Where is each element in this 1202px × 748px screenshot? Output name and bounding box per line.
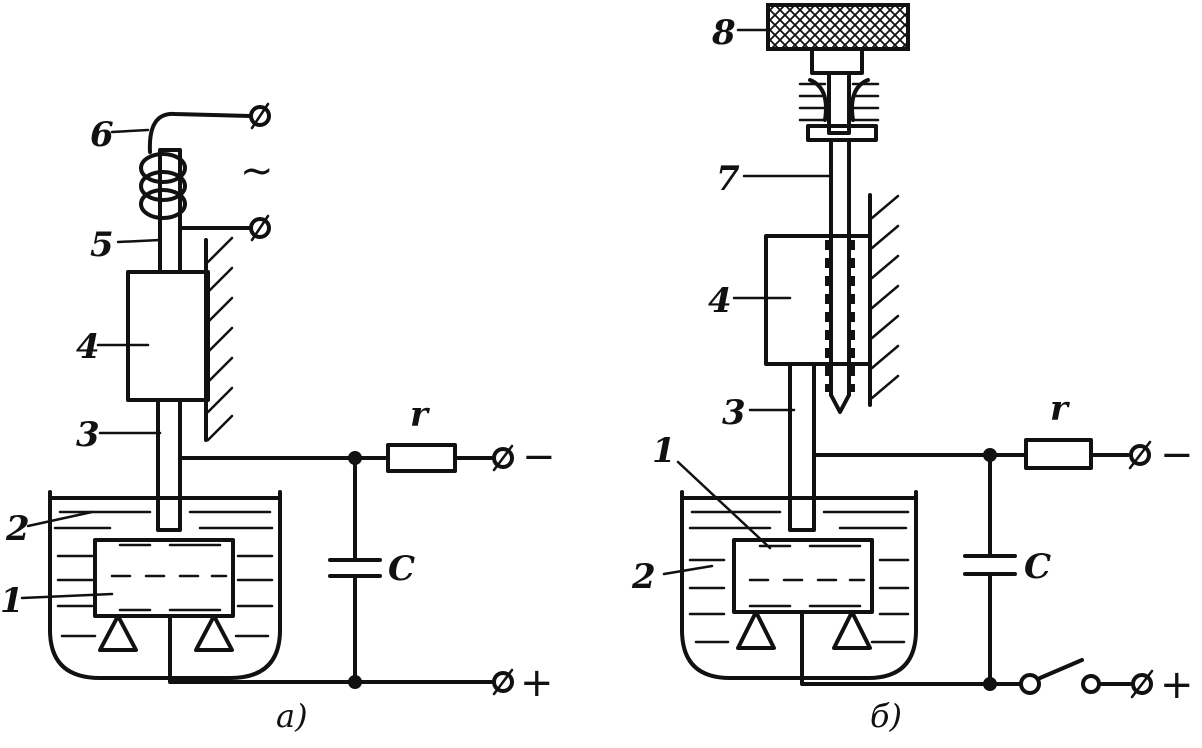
screw-shaft-b bbox=[827, 71, 851, 135]
electrode-tube-b bbox=[788, 362, 816, 532]
bath-vessel-b bbox=[680, 490, 918, 680]
leaders-a bbox=[20, 128, 162, 600]
ac-terminal-top-a bbox=[249, 102, 271, 130]
support-left-b bbox=[736, 610, 776, 650]
label-2-a: 2 bbox=[5, 509, 30, 549]
resistor-a bbox=[386, 443, 457, 473]
workpiece-hatch-b bbox=[748, 544, 866, 608]
resistor-b bbox=[1024, 438, 1093, 470]
junction-top-b bbox=[983, 448, 997, 462]
label-c-a: C bbox=[388, 549, 415, 589]
terminal-neg-b bbox=[1128, 440, 1152, 470]
support-right-a bbox=[194, 614, 234, 652]
rod-a bbox=[158, 148, 182, 274]
label-3-a: 3 bbox=[76, 415, 100, 455]
knob-b bbox=[766, 3, 910, 51]
figure-a: ~ − + bbox=[0, 102, 556, 735]
label-4-a: 4 bbox=[76, 327, 100, 367]
workpiece-hatch-a bbox=[110, 543, 228, 612]
label-1-b: 1 bbox=[652, 431, 676, 471]
figure-b: − + 8 7 4 3 1 2 r C б) bbox=[631, 3, 1194, 735]
label-5: 5 bbox=[90, 225, 114, 265]
thread-dashes-b bbox=[825, 240, 855, 392]
terminal-pos-b bbox=[1130, 669, 1154, 699]
circuit-wires-b bbox=[800, 453, 1132, 686]
terminal-neg-a bbox=[492, 444, 514, 472]
leaders-b bbox=[662, 28, 833, 576]
support-left-a bbox=[98, 614, 138, 652]
holder-a bbox=[126, 270, 210, 402]
label-2-b: 2 bbox=[631, 557, 656, 597]
guide-hatch-b bbox=[870, 194, 900, 400]
switch-contact-right-b bbox=[1081, 674, 1101, 694]
switch-contact-left-b bbox=[1019, 673, 1041, 695]
label-8: 8 bbox=[711, 13, 736, 53]
electrode-tube-a bbox=[156, 398, 182, 532]
holder-b bbox=[764, 234, 872, 366]
liquid-a bbox=[50, 496, 280, 638]
caption-b: б) bbox=[870, 697, 902, 735]
support-right-b bbox=[832, 610, 872, 650]
workpiece-b bbox=[732, 538, 874, 614]
coil-a bbox=[139, 111, 252, 230]
bearing-b bbox=[798, 78, 880, 122]
junction-bottom-b bbox=[983, 677, 997, 691]
terminal-pos-label-b: + bbox=[1160, 662, 1194, 708]
terminal-neg-label-a: − bbox=[522, 434, 556, 480]
workpiece-a bbox=[93, 538, 235, 618]
knob-neck-b bbox=[810, 47, 864, 75]
label-r-b: r bbox=[1050, 389, 1070, 429]
ac-terminal-bottom-a bbox=[249, 214, 271, 242]
terminal-neg-label-b: − bbox=[1160, 432, 1194, 478]
terminal-pos-label-a: + bbox=[520, 660, 554, 706]
label-4-b: 4 bbox=[708, 281, 732, 321]
label-3-b: 3 bbox=[722, 393, 746, 433]
collar-b bbox=[806, 124, 878, 142]
junction-bottom-a bbox=[348, 675, 362, 689]
guide-hatch-a bbox=[206, 236, 234, 442]
label-6: 6 bbox=[90, 115, 114, 155]
label-1-a: 1 bbox=[0, 581, 24, 621]
caption-a: а) bbox=[276, 697, 308, 735]
ac-symbol-a: ~ bbox=[240, 148, 274, 194]
liquid-b bbox=[682, 496, 916, 644]
label-c-b: C bbox=[1024, 547, 1051, 587]
label-r-a: r bbox=[410, 395, 430, 435]
bath-vessel-a bbox=[48, 490, 282, 680]
terminal-pos-a bbox=[492, 668, 514, 696]
label-7: 7 bbox=[716, 159, 740, 199]
junction-top-a bbox=[348, 451, 362, 465]
